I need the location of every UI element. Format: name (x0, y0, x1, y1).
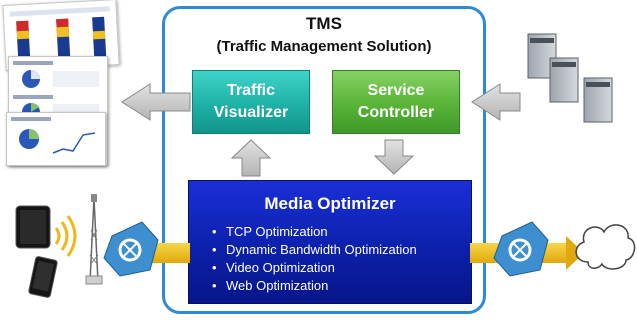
arrow-to-reports (121, 83, 191, 121)
service-controller-box: Service Controller (332, 70, 460, 134)
smartphone-icon (28, 256, 58, 298)
arrow-up-to-visualizer (230, 139, 272, 177)
media-optimizer-item: Video Optimization (212, 259, 417, 277)
server-rack-icon (527, 33, 613, 123)
tablet-icon (15, 205, 51, 249)
tms-title: TMS (306, 14, 342, 33)
traffic-visualizer-label-line1: Traffic (226, 82, 275, 99)
media-optimizer-list: TCP Optimization Dynamic Bandwidth Optim… (212, 223, 417, 295)
traffic-visualizer-box: Traffic Visualizer (192, 70, 310, 134)
cell-tower-icon (85, 194, 103, 285)
service-controller-label-line2: Controller (357, 104, 435, 121)
report-screen-lower (6, 112, 106, 166)
traffic-visualizer-label-line2: Visualizer (213, 104, 289, 121)
wireless-signal-icon (54, 215, 77, 257)
cloud-icon (575, 224, 636, 270)
router-icon (103, 221, 159, 277)
media-optimizer-item: TCP Optimization (212, 223, 417, 241)
bar-chart-thumbnail-icon (9, 6, 110, 64)
media-optimizer-item: Dynamic Bandwidth Optimization (212, 241, 417, 259)
media-optimizer-item: Web Optimization (212, 277, 417, 295)
media-optimizer-title: Media Optimizer (264, 194, 396, 213)
pie-chart-thumbnail-icon (11, 117, 96, 154)
arrow-down-to-optimizer (373, 139, 415, 175)
report-screen-back (2, 0, 120, 71)
router-icon (493, 221, 549, 277)
tms-subtitle: (Traffic Management Solution) (216, 38, 432, 55)
service-controller-label-line1: Service (367, 82, 425, 99)
arrow-from-servers (471, 83, 521, 121)
